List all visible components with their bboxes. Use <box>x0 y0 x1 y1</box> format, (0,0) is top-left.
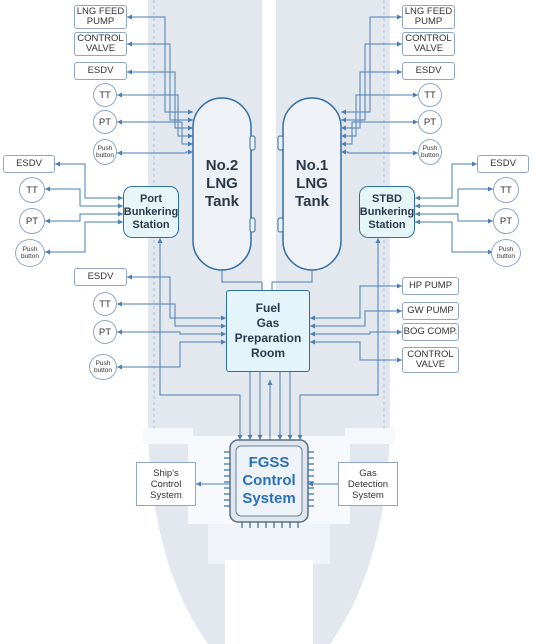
push-button-left-top-circle: Push button <box>93 139 117 165</box>
tank-no2-shape <box>192 97 256 271</box>
gas-detection-system-box: Gas Detection System <box>338 462 398 506</box>
gw-pump-box: GW PUMP <box>402 302 459 320</box>
tt-stbd-circle: TT <box>493 177 519 203</box>
pt-fuel-left-circle: PT <box>93 320 117 344</box>
esdv-fuel-left-box: ESDV <box>74 268 127 286</box>
push-button-right-top-circle: Push button <box>418 139 442 165</box>
esdv-right-top-box: ESDV <box>402 62 455 80</box>
tt-fuel-left-circle: TT <box>93 292 117 316</box>
hp-pump-box: HP PUMP <box>402 277 459 295</box>
fgss-chip-shape <box>224 439 314 528</box>
esdv-port-box: ESDV <box>3 155 55 173</box>
esdv-left-top-box: ESDV <box>74 62 127 80</box>
lng-feed-pump-left-box: LNG FEED PUMP <box>74 5 127 29</box>
pt-left-top-circle: PT <box>93 110 117 134</box>
control-valve-right-box: CONTROL VALVE <box>402 32 455 56</box>
fgss-control-system: FGSS Control System <box>242 454 296 507</box>
arrow-heads <box>45 14 493 487</box>
no1-lng-tank-label: No.1 LNG Tank <box>295 157 329 210</box>
pt-port-circle: PT <box>19 208 45 234</box>
tt-port-circle: TT <box>19 177 45 203</box>
lng-feed-pump-right-box: LNG FEED PUMP <box>402 5 455 29</box>
push-button-fuel-left-circle: Push button <box>89 354 117 380</box>
bog-comp-box: BOG COMP. <box>402 323 459 341</box>
pt-stbd-circle: PT <box>493 208 519 234</box>
push-button-stbd-circle: Push button <box>491 239 521 267</box>
tt-left-top-circle: TT <box>93 83 117 107</box>
port-bunkering-station: Port Bunkering Station <box>123 186 179 238</box>
ships-control-system-box: Ship's Control System <box>136 462 196 506</box>
pt-right-top-circle: PT <box>418 110 442 134</box>
control-valve-left-box: CONTROL VALVE <box>74 32 127 56</box>
push-button-port-circle: Push button <box>15 239 45 267</box>
fuel-gas-preparation-room: Fuel Gas Preparation Room <box>226 290 310 372</box>
tt-right-top-circle: TT <box>418 83 442 107</box>
no2-lng-tank-label: No.2 LNG Tank <box>205 157 239 210</box>
control-valve-fuel-box: CONTROL VALVE <box>402 347 459 373</box>
stbd-bunkering-station: STBD Bunkering Station <box>359 186 415 238</box>
esdv-stbd-box: ESDV <box>477 155 529 173</box>
